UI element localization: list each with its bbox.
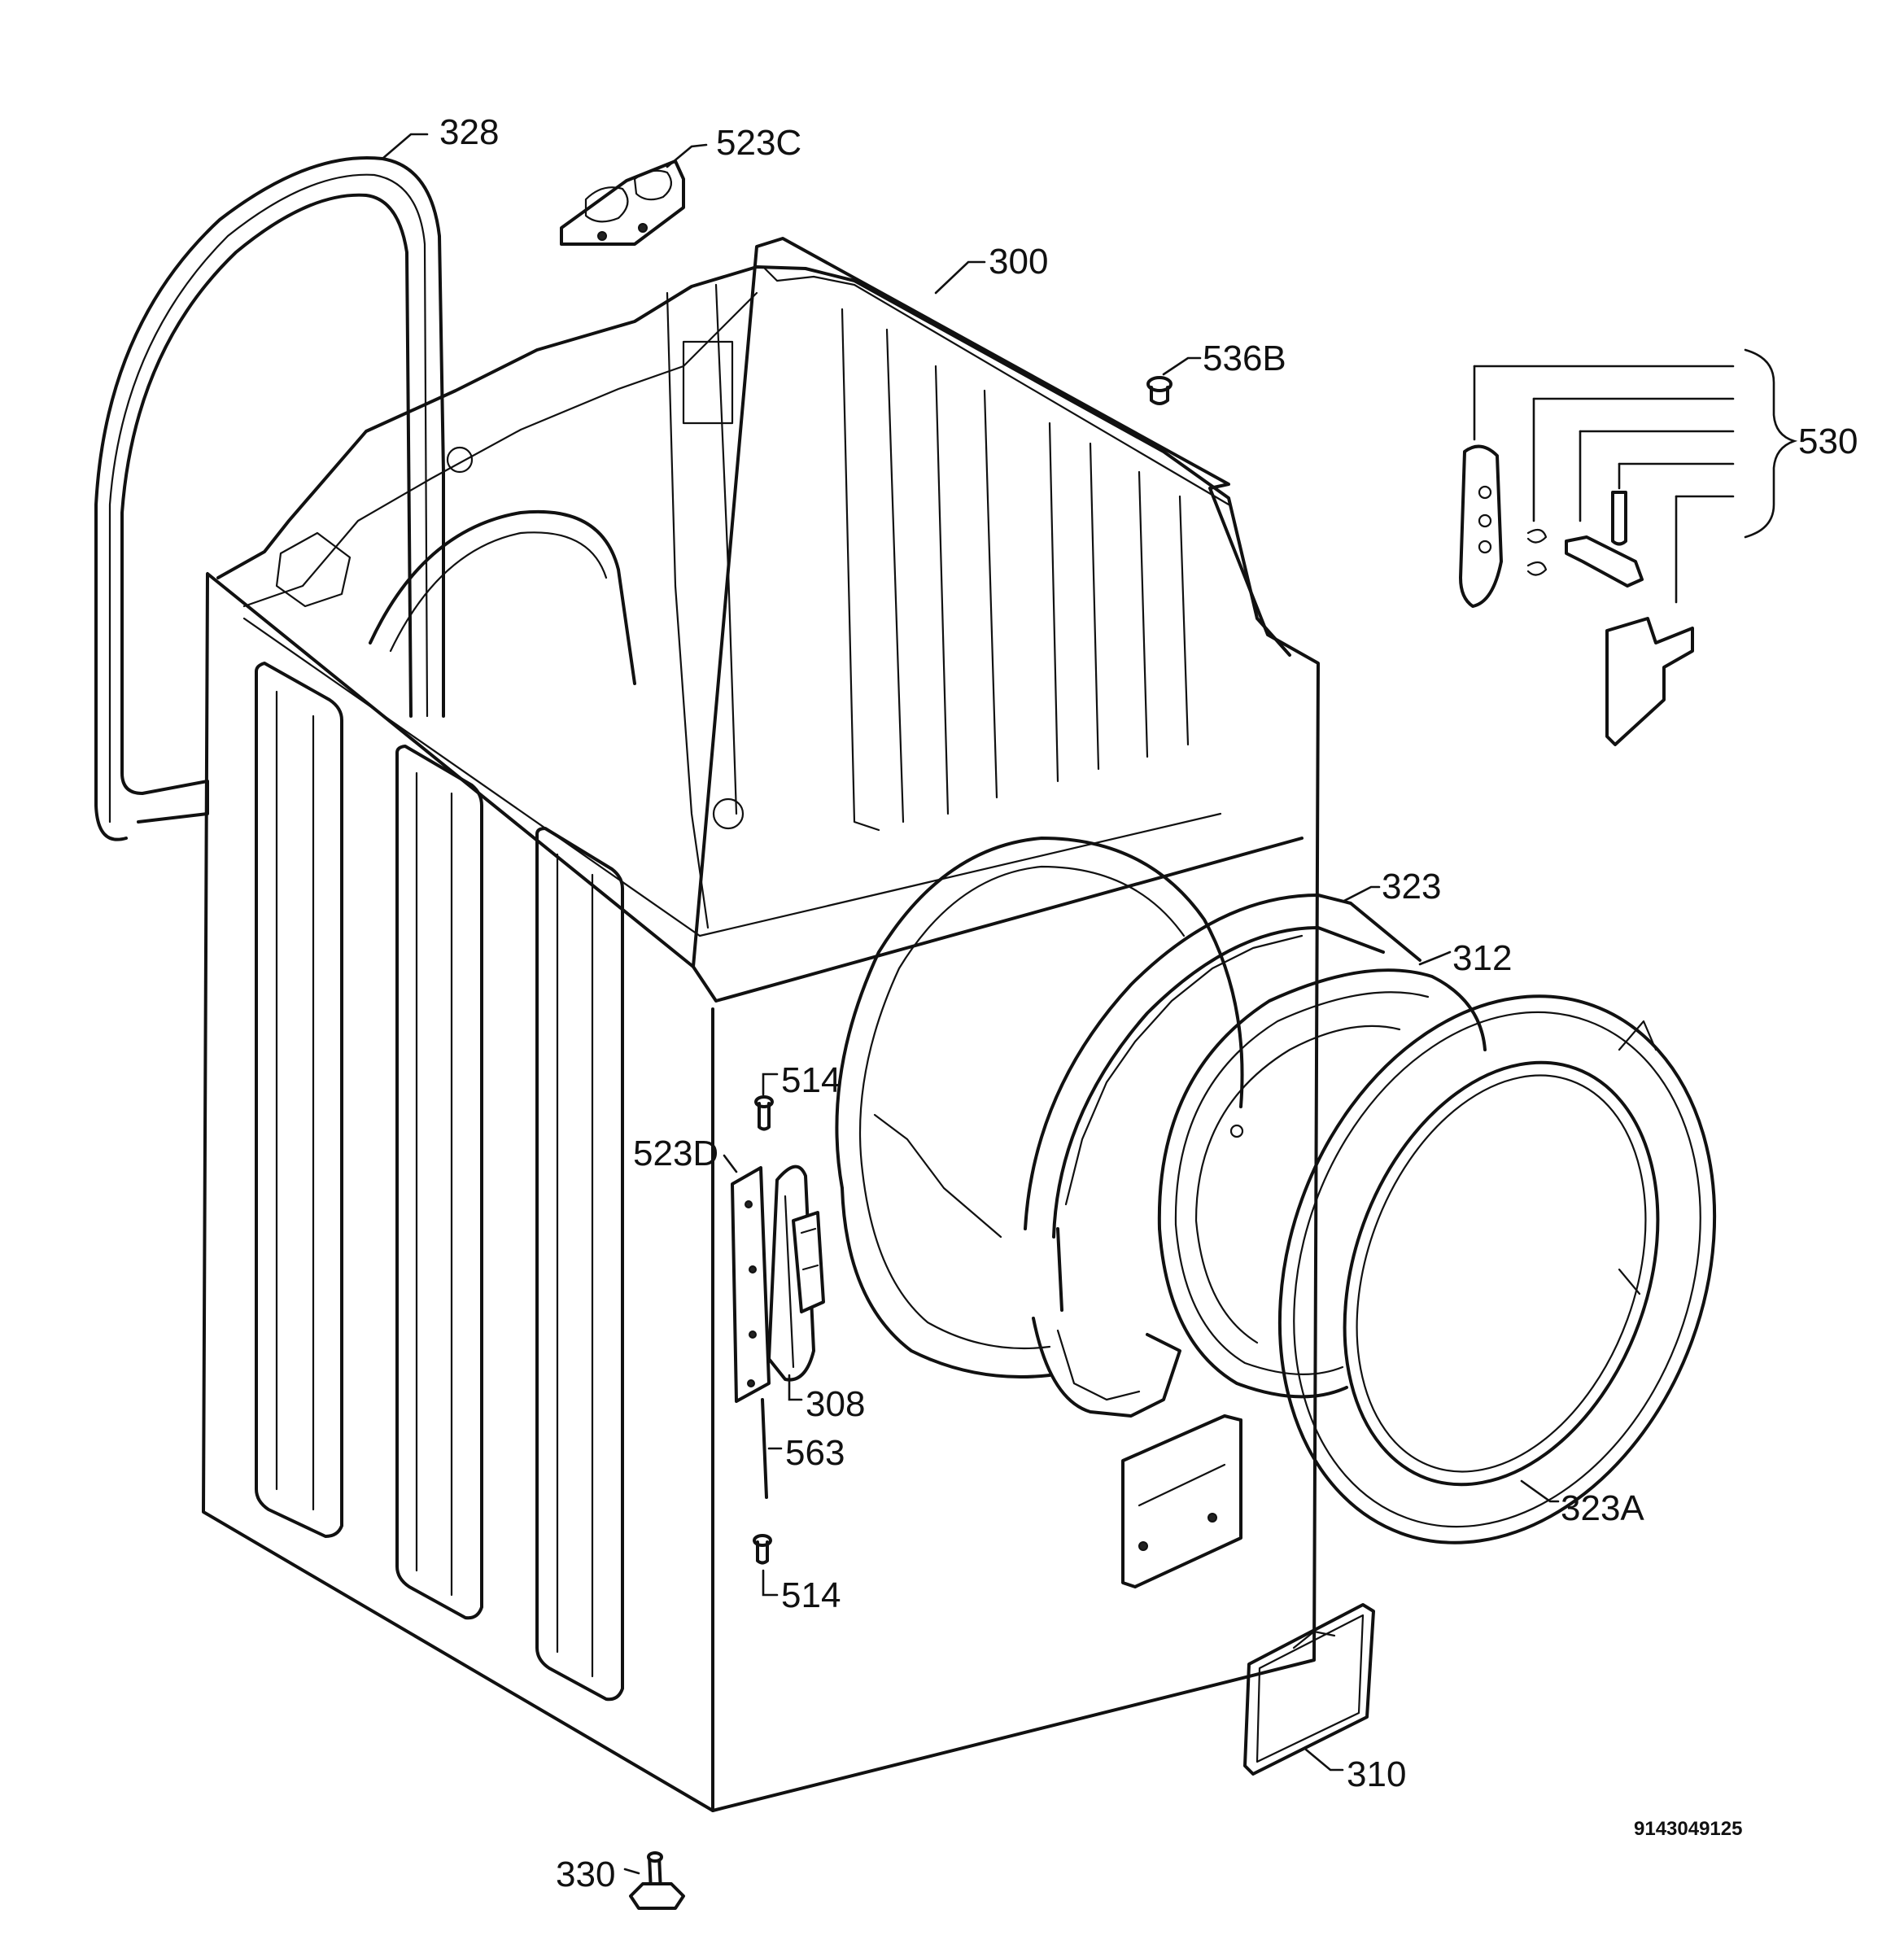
callout-323A: 323A xyxy=(1561,1488,1644,1528)
document-number: 9143049125 xyxy=(1634,1818,1742,1840)
part-323-inner-door-ring xyxy=(1024,893,1421,1418)
part-536B-plug xyxy=(1146,376,1173,405)
part-523D-lock-plate xyxy=(731,1166,771,1403)
part-310-service-flap xyxy=(1243,1603,1375,1776)
callout-312: 312 xyxy=(1452,938,1512,978)
callout-514-bottom: 514 xyxy=(781,1575,841,1615)
part-523C-clamp xyxy=(560,159,685,246)
callout-563: 563 xyxy=(785,1433,845,1473)
callout-523D: 523D xyxy=(633,1134,718,1173)
callout-514-top: 514 xyxy=(781,1060,841,1100)
callout-308: 308 xyxy=(806,1384,865,1424)
callout-536B: 536B xyxy=(1203,339,1286,378)
callout-300: 300 xyxy=(989,242,1048,282)
part-563-rod xyxy=(761,1398,768,1499)
part-328-top-frame xyxy=(94,156,445,841)
callout-310: 310 xyxy=(1347,1754,1406,1794)
part-323A-outer-door-ring xyxy=(1277,994,1717,1544)
callout-530: 530 xyxy=(1798,422,1858,461)
callout-323: 323 xyxy=(1382,867,1441,907)
callout-523C: 523C xyxy=(716,123,801,163)
callout-labels: 328 523C 300 536B 530 323 312 514 523D 3… xyxy=(439,112,1858,1894)
part-308-door-lock xyxy=(767,1164,825,1382)
leader-lines xyxy=(381,133,1560,1875)
part-330-foot xyxy=(629,1851,685,1910)
part-530-hinge-kit xyxy=(1459,348,1798,746)
part-514-screw-bottom xyxy=(753,1534,772,1565)
part-312-door-glass xyxy=(1157,968,1487,1399)
cabinet-body xyxy=(202,237,1320,1812)
callout-328: 328 xyxy=(439,112,499,152)
callout-330: 330 xyxy=(556,1855,615,1894)
part-514-screw-top xyxy=(754,1095,774,1131)
